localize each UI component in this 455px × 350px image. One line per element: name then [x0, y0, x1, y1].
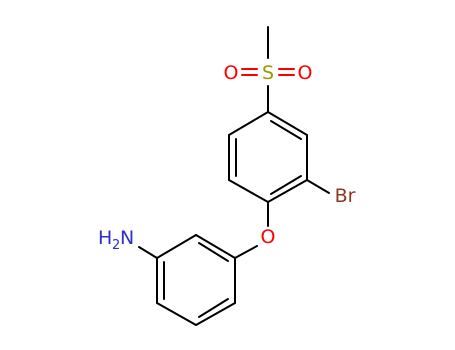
- ring1-double-1: [270, 120, 302, 140]
- ring2-double-3: [198, 298, 229, 318]
- ring1-bond-3: [267, 179, 308, 203]
- ring2-bond-4: [156, 302, 197, 326]
- ring2-bond-2: [156, 234, 197, 259]
- atom-ether-oxygen: O: [261, 226, 276, 248]
- atom-amine-h: H: [98, 227, 112, 249]
- bond-o-ring2: [234, 245, 258, 259]
- atom-sulfur: S: [262, 62, 274, 84]
- ring2-bond-1: [195, 234, 236, 259]
- atom-amine-h-count: 2: [112, 238, 120, 253]
- ring1-bond-6: [228, 111, 269, 136]
- bond-ring-br: [306, 179, 330, 194]
- ring1-double-3: [270, 175, 302, 195]
- bond-ring-n: [138, 246, 158, 259]
- ring1-bond-1: [267, 111, 308, 136]
- ring2-double-1: [198, 242, 229, 262]
- atom-oxygen-left: O: [224, 62, 239, 84]
- atom-bromine: Br: [335, 185, 356, 207]
- ring2-bond-5: [195, 302, 236, 326]
- atom-amine-n: N: [120, 227, 134, 249]
- ring1-bond-4: [228, 179, 269, 203]
- atom-oxygen-right: O: [298, 62, 313, 84]
